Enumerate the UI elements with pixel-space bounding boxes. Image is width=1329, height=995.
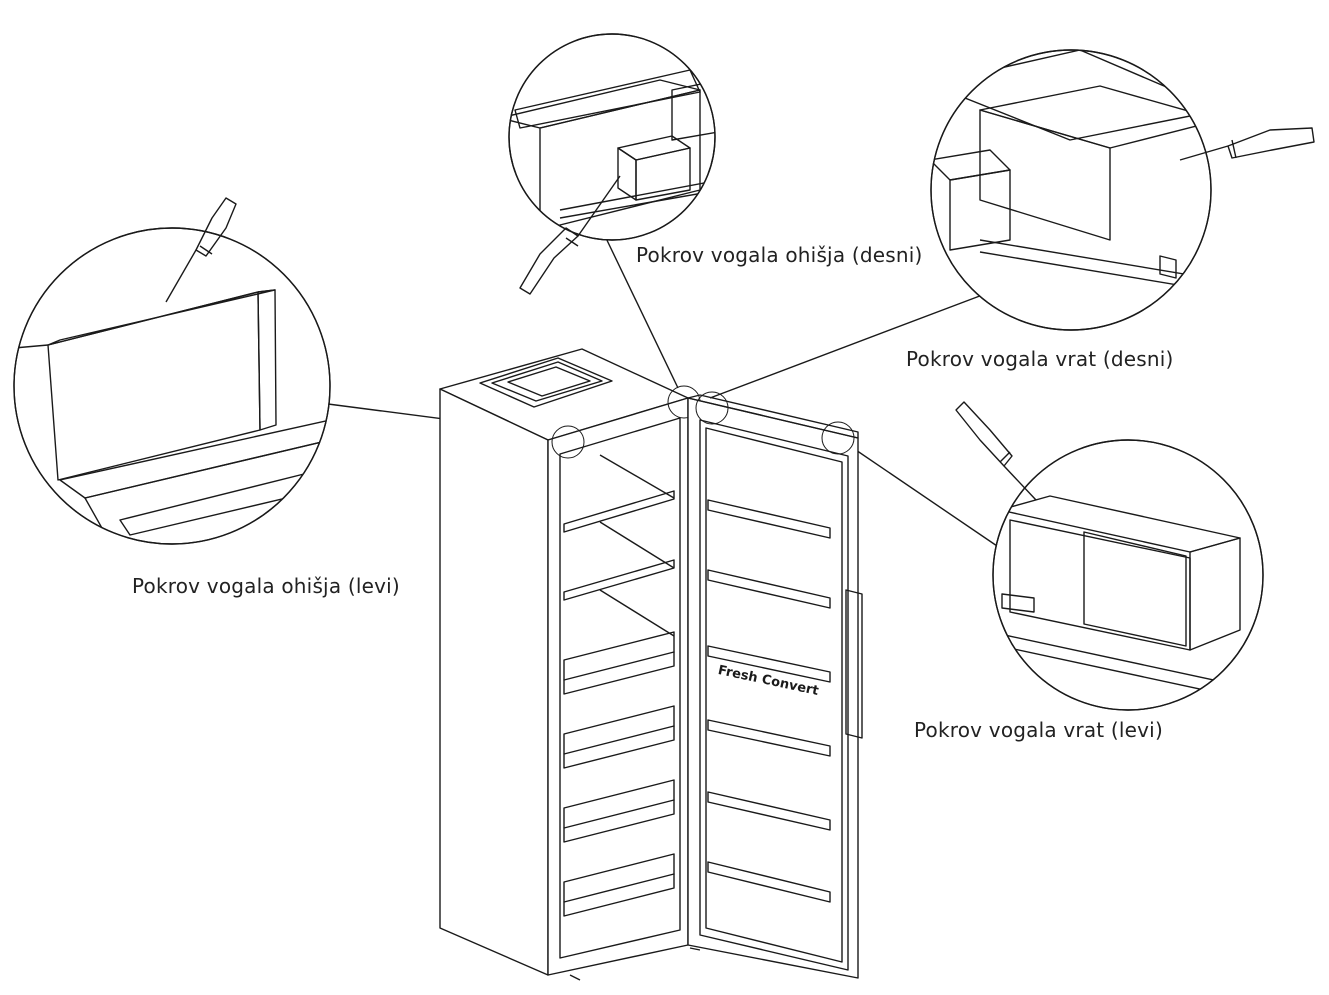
screwdriver-icon [165, 197, 237, 303]
label-door-corner-left: Pokrov vogala vrat (levi) [914, 718, 1163, 742]
screwdriver-icon [1179, 127, 1315, 161]
magnifier-door-left [992, 439, 1264, 711]
label-door-corner-right: Pokrov vogala vrat (desni) [906, 347, 1174, 371]
magnifier-door-right [930, 49, 1212, 331]
refrigerator-illustration [439, 348, 863, 981]
screwdriver-icon [519, 175, 621, 295]
magnifier-cabinet-left [13, 227, 331, 545]
magnifier-cabinet-right [508, 33, 716, 241]
label-cabinet-corner-left: Pokrov vogala ohišja (levi) [132, 574, 400, 598]
label-cabinet-corner-right: Pokrov vogala ohišja (desni) [636, 243, 923, 267]
screwdriver-icon [955, 401, 1037, 501]
